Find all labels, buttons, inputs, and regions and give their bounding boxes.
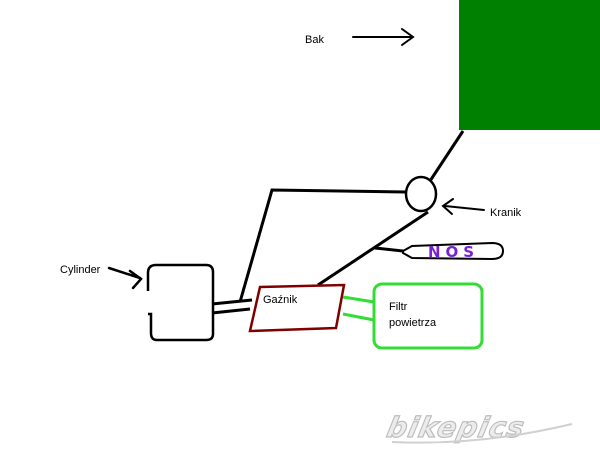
valve-to-carb-line (317, 210, 429, 287)
air-filter (372, 282, 484, 350)
carburetor-label: Gaźnik (263, 294, 298, 306)
bak-label: Bak (305, 34, 324, 46)
cylinder-label: Cylinder (60, 264, 101, 276)
cylinder-arrow (107, 266, 143, 290)
air-filter-label-line1: Filtr (389, 301, 408, 313)
kranik-label: Kranik (490, 207, 522, 219)
intake-line-upper (211, 298, 253, 306)
fuel-valve (404, 175, 438, 213)
engine-cylinder (146, 263, 215, 342)
bak-arrow (352, 28, 415, 46)
watermark-swoosh (391, 423, 573, 444)
carburetor (248, 283, 346, 333)
nos-label: NOS (428, 243, 479, 261)
air-filter-label-line2: powietrza (389, 317, 437, 329)
valve-top-line (238, 188, 407, 303)
carb-to-filter-line-upper (342, 295, 375, 304)
carb-to-filter-line-lower (342, 312, 375, 322)
intake-line-lower (211, 307, 251, 315)
kranik-arrow (441, 198, 485, 215)
bikepics-watermark: bikepics (384, 411, 528, 444)
fuel-tank (459, 0, 600, 130)
nos-bottle (402, 241, 505, 261)
tank-to-valve-line (428, 130, 465, 182)
